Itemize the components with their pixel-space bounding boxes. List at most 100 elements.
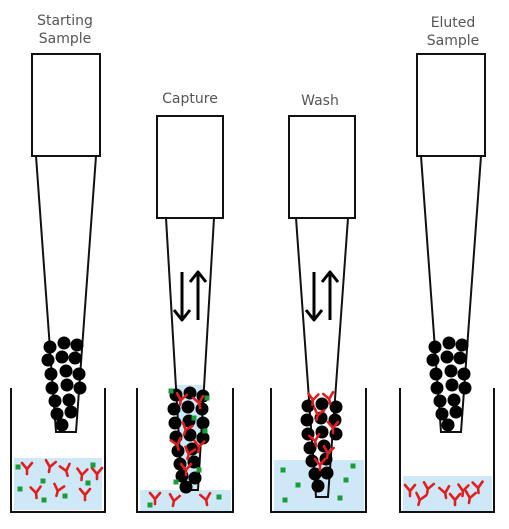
antibody-icon: [148, 491, 162, 506]
antibody-icon: [58, 462, 71, 478]
antibody-icon: [471, 480, 484, 495]
magnetic-bead: [183, 428, 197, 442]
magnetic-bead: [60, 378, 74, 392]
magnetic-bead: [44, 367, 58, 381]
antibody-icon: [307, 392, 320, 407]
label-wash: Wash: [301, 93, 339, 109]
tip-collar-3: [288, 115, 356, 219]
up-down-arrows-icon: [304, 270, 340, 322]
antibody-icon: [326, 420, 340, 435]
up-arrow: [320, 270, 340, 320]
antibody-stroke: [307, 432, 321, 448]
antibody-stroke: [20, 461, 34, 476]
tip-collar-1: [31, 53, 101, 157]
magnetic-bead: [440, 350, 454, 364]
antibody-icon: [403, 483, 417, 498]
antibody-stroke: [179, 462, 193, 477]
magnetic-bead: [196, 431, 210, 445]
antibody-stroke: [58, 462, 71, 478]
antibody-stroke: [168, 492, 182, 508]
antibody-icon: [179, 462, 193, 477]
magnetic-bead: [430, 381, 444, 395]
magnetic-bead: [455, 338, 469, 352]
magnetic-bead: [428, 340, 442, 354]
magnetic-bead: [444, 364, 458, 378]
antibody-icon: [457, 483, 470, 498]
antibody-stroke: [169, 436, 182, 452]
antibody-icon: [464, 489, 478, 505]
magnetic-bead: [171, 444, 185, 458]
antibody-icon: [20, 461, 34, 476]
magnetic-bead: [43, 340, 57, 354]
magnetic-bead: [68, 351, 82, 365]
impurity-icon: [147, 502, 153, 508]
antibody-stroke: [78, 487, 92, 502]
label-starting-line2: Sample: [38, 31, 92, 47]
antibody-icon: [422, 480, 436, 496]
down-arrow: [172, 272, 192, 322]
antibody-icon: [437, 484, 451, 500]
impurity-icon: [40, 478, 46, 484]
antibody-stroke: [326, 420, 340, 435]
magnetic-bead: [426, 353, 440, 367]
impurity-icon: [15, 464, 21, 470]
magnetic-bead: [329, 427, 343, 441]
antibody-stroke: [448, 492, 462, 507]
magnetic-bead: [429, 367, 443, 381]
magnetic-bead: [73, 381, 87, 395]
antibody-stroke: [76, 467, 89, 482]
tip-collar-2: [156, 115, 224, 219]
impurity-icon: [343, 477, 349, 483]
magnetic-bead: [308, 467, 322, 481]
antibody-stroke: [457, 483, 470, 498]
antibody-icon: [415, 491, 428, 507]
antibody-icon: [44, 458, 58, 474]
antibody-stroke: [90, 466, 104, 481]
antibody-icon: [193, 439, 206, 454]
antibody-icon: [313, 457, 327, 472]
label-starting-line1: Starting: [37, 13, 93, 29]
antibody-stroke: [313, 457, 327, 472]
antibody-stroke: [422, 480, 436, 496]
antibody-stroke: [313, 406, 326, 422]
impurity-icon: [216, 494, 222, 500]
label-eluted-line2: Sample: [426, 33, 480, 49]
antibody-stroke: [53, 482, 66, 498]
magnetic-bead: [329, 400, 343, 414]
magnetic-bead: [303, 441, 317, 455]
magnetic-bead: [435, 407, 449, 421]
antibody-icon: [307, 432, 321, 448]
antibody-icon: [448, 492, 462, 507]
impurity-icon: [350, 463, 356, 469]
tip-collar-4: [416, 53, 486, 157]
antibody-icon: [175, 391, 189, 407]
antibody-icon: [313, 406, 326, 422]
impurity-icon: [196, 467, 202, 473]
antibody-stroke: [29, 485, 42, 500]
antibody-stroke: [322, 444, 336, 460]
magnetic-bead: [433, 394, 447, 408]
magnetic-bead: [453, 351, 467, 365]
magnetic-bead: [55, 418, 69, 432]
antibody-stroke: [321, 390, 335, 406]
impurity-icon: [85, 480, 91, 486]
collection-cup-4: [399, 388, 495, 513]
magnetic-bead: [188, 471, 202, 485]
magnetic-bead: [62, 393, 76, 407]
antibody-stroke: [415, 491, 428, 507]
antibody-icon: [29, 485, 42, 500]
impurity-icon: [17, 486, 23, 492]
impurity-icon: [62, 493, 68, 499]
antibody-icon: [321, 390, 335, 406]
antibody-stroke: [44, 458, 58, 474]
antibody-stroke: [175, 391, 189, 407]
magnetic-bead: [64, 405, 78, 419]
magnetic-bead: [55, 350, 69, 364]
magnetic-bead: [168, 416, 182, 430]
impurity-icon: [168, 388, 174, 394]
impurity-icon: [282, 497, 288, 503]
tip-body-1: [35, 155, 97, 433]
magnetic-bead: [447, 393, 461, 407]
antibody-stroke: [198, 491, 212, 507]
